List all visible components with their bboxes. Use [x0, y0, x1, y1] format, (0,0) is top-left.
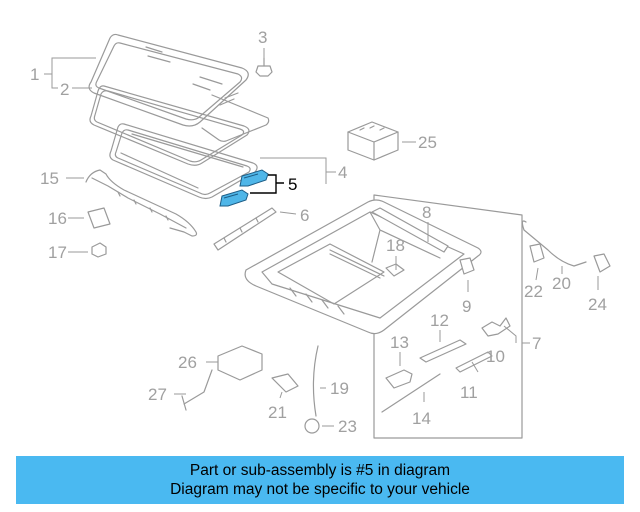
- callout-9: 9: [462, 297, 471, 316]
- callout-19: 19: [330, 379, 349, 398]
- callout-2: 2: [60, 80, 69, 99]
- part-19-drain-hose: [312, 345, 319, 417]
- roof-housing: [244, 194, 523, 439]
- banner-line-2: Diagram may not be specific to your vehi…: [170, 481, 470, 498]
- part-13-bracket: [385, 369, 413, 389]
- callout-18: 18: [386, 236, 405, 255]
- part-8-bar: [371, 207, 449, 253]
- callout-11: 11: [460, 383, 478, 402]
- part-27-hose: [181, 369, 213, 411]
- info-banner: Part or sub-assembly is #5 in diagram Di…: [16, 456, 624, 504]
- callout-13: 13: [390, 333, 409, 352]
- callout-5: 5: [288, 175, 297, 194]
- callout-8: 8: [422, 203, 431, 222]
- part-16-bracket: [87, 207, 111, 229]
- callout-21: 21: [268, 403, 287, 422]
- callout-1: 1: [30, 65, 39, 84]
- callout-numbers: 1 2 3 4 5 6 7 8 9 10 11 12 13 14 15 16 1…: [30, 28, 607, 436]
- part-18-piece: [385, 263, 405, 277]
- part-3-bolt: [255, 57, 273, 77]
- part-10-motor: [481, 317, 511, 337]
- part-9-block: [459, 257, 475, 275]
- callout-16: 16: [48, 209, 67, 228]
- callout-7: 7: [532, 334, 541, 353]
- callout-27: 27: [148, 385, 167, 404]
- callout-25: 25: [418, 133, 437, 152]
- part-14-cable: [381, 373, 441, 413]
- part-17-clip: [91, 242, 107, 258]
- callout-26: 26: [178, 353, 197, 372]
- callout-3: 3: [258, 28, 267, 47]
- callout-20: 20: [552, 274, 571, 293]
- callout-14: 14: [412, 409, 431, 428]
- callout-22: 22: [524, 282, 543, 301]
- part-22-clip: [529, 243, 545, 263]
- callout-12: 12: [430, 311, 449, 330]
- part-12-rail: [419, 339, 467, 363]
- part-20-hose: [521, 220, 587, 267]
- part-23-grommet: [304, 418, 320, 434]
- callout-23: 23: [338, 417, 357, 436]
- part-5-leader-lines: [250, 174, 284, 194]
- part-15-rail: [85, 169, 198, 237]
- part-24-nozzle: [593, 253, 611, 273]
- deflector-frame: [201, 94, 270, 142]
- callout-10: 10: [486, 347, 505, 366]
- part-5-bracket-highlighted: [219, 169, 269, 207]
- callout-24: 24: [588, 295, 607, 314]
- callout-17: 17: [48, 243, 67, 262]
- part-4-frame: [109, 123, 258, 200]
- callout-15: 15: [40, 169, 59, 188]
- callout-6: 6: [300, 206, 309, 225]
- part-11-rail: [455, 351, 493, 373]
- leader-lines: [44, 48, 599, 427]
- callout-4: 4: [338, 163, 347, 182]
- banner-line-1: Part or sub-assembly is #5 in diagram: [189, 462, 451, 479]
- part-1-glass-panel: [88, 33, 249, 127]
- part-21-clip: [271, 373, 299, 393]
- part-6-guide: [213, 207, 277, 251]
- part-26-module: [217, 345, 263, 381]
- part-25-control-module: [347, 121, 399, 161]
